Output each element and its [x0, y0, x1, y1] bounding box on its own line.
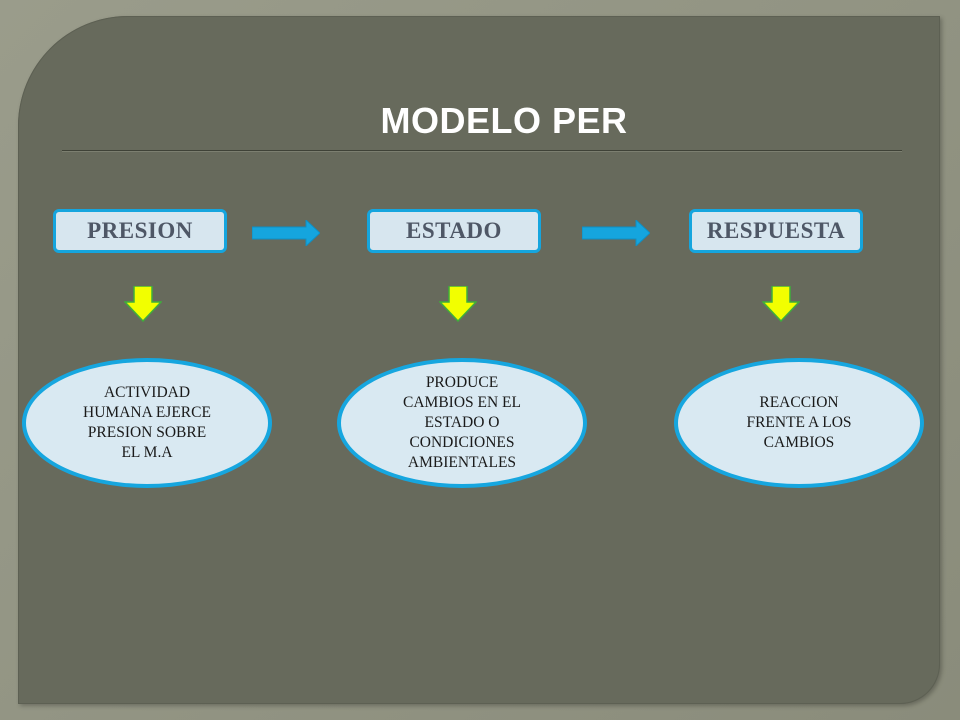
oval-presion-description: ACTIVIDAD HUMANA EJERCE PRESION SOBRE EL… — [22, 358, 272, 488]
down-arrow-icon — [762, 286, 800, 322]
title-divider — [62, 150, 902, 151]
down-arrow-icon — [439, 286, 477, 322]
page-title: MODELO PER — [380, 100, 628, 141]
right-arrow-icon — [252, 220, 320, 246]
down-arrow-icon — [124, 286, 162, 322]
stage-box-respuesta: RESPUESTA — [689, 209, 863, 253]
right-arrow-icon — [582, 220, 650, 246]
stage-box-estado: ESTADO — [367, 209, 541, 253]
stage-box-presion: PRESION — [53, 209, 227, 253]
oval-estado-description: PRODUCE CAMBIOS EN EL ESTADO O CONDICION… — [337, 358, 587, 488]
oval-respuesta-description: REACCION FRENTE A LOS CAMBIOS — [674, 358, 924, 488]
